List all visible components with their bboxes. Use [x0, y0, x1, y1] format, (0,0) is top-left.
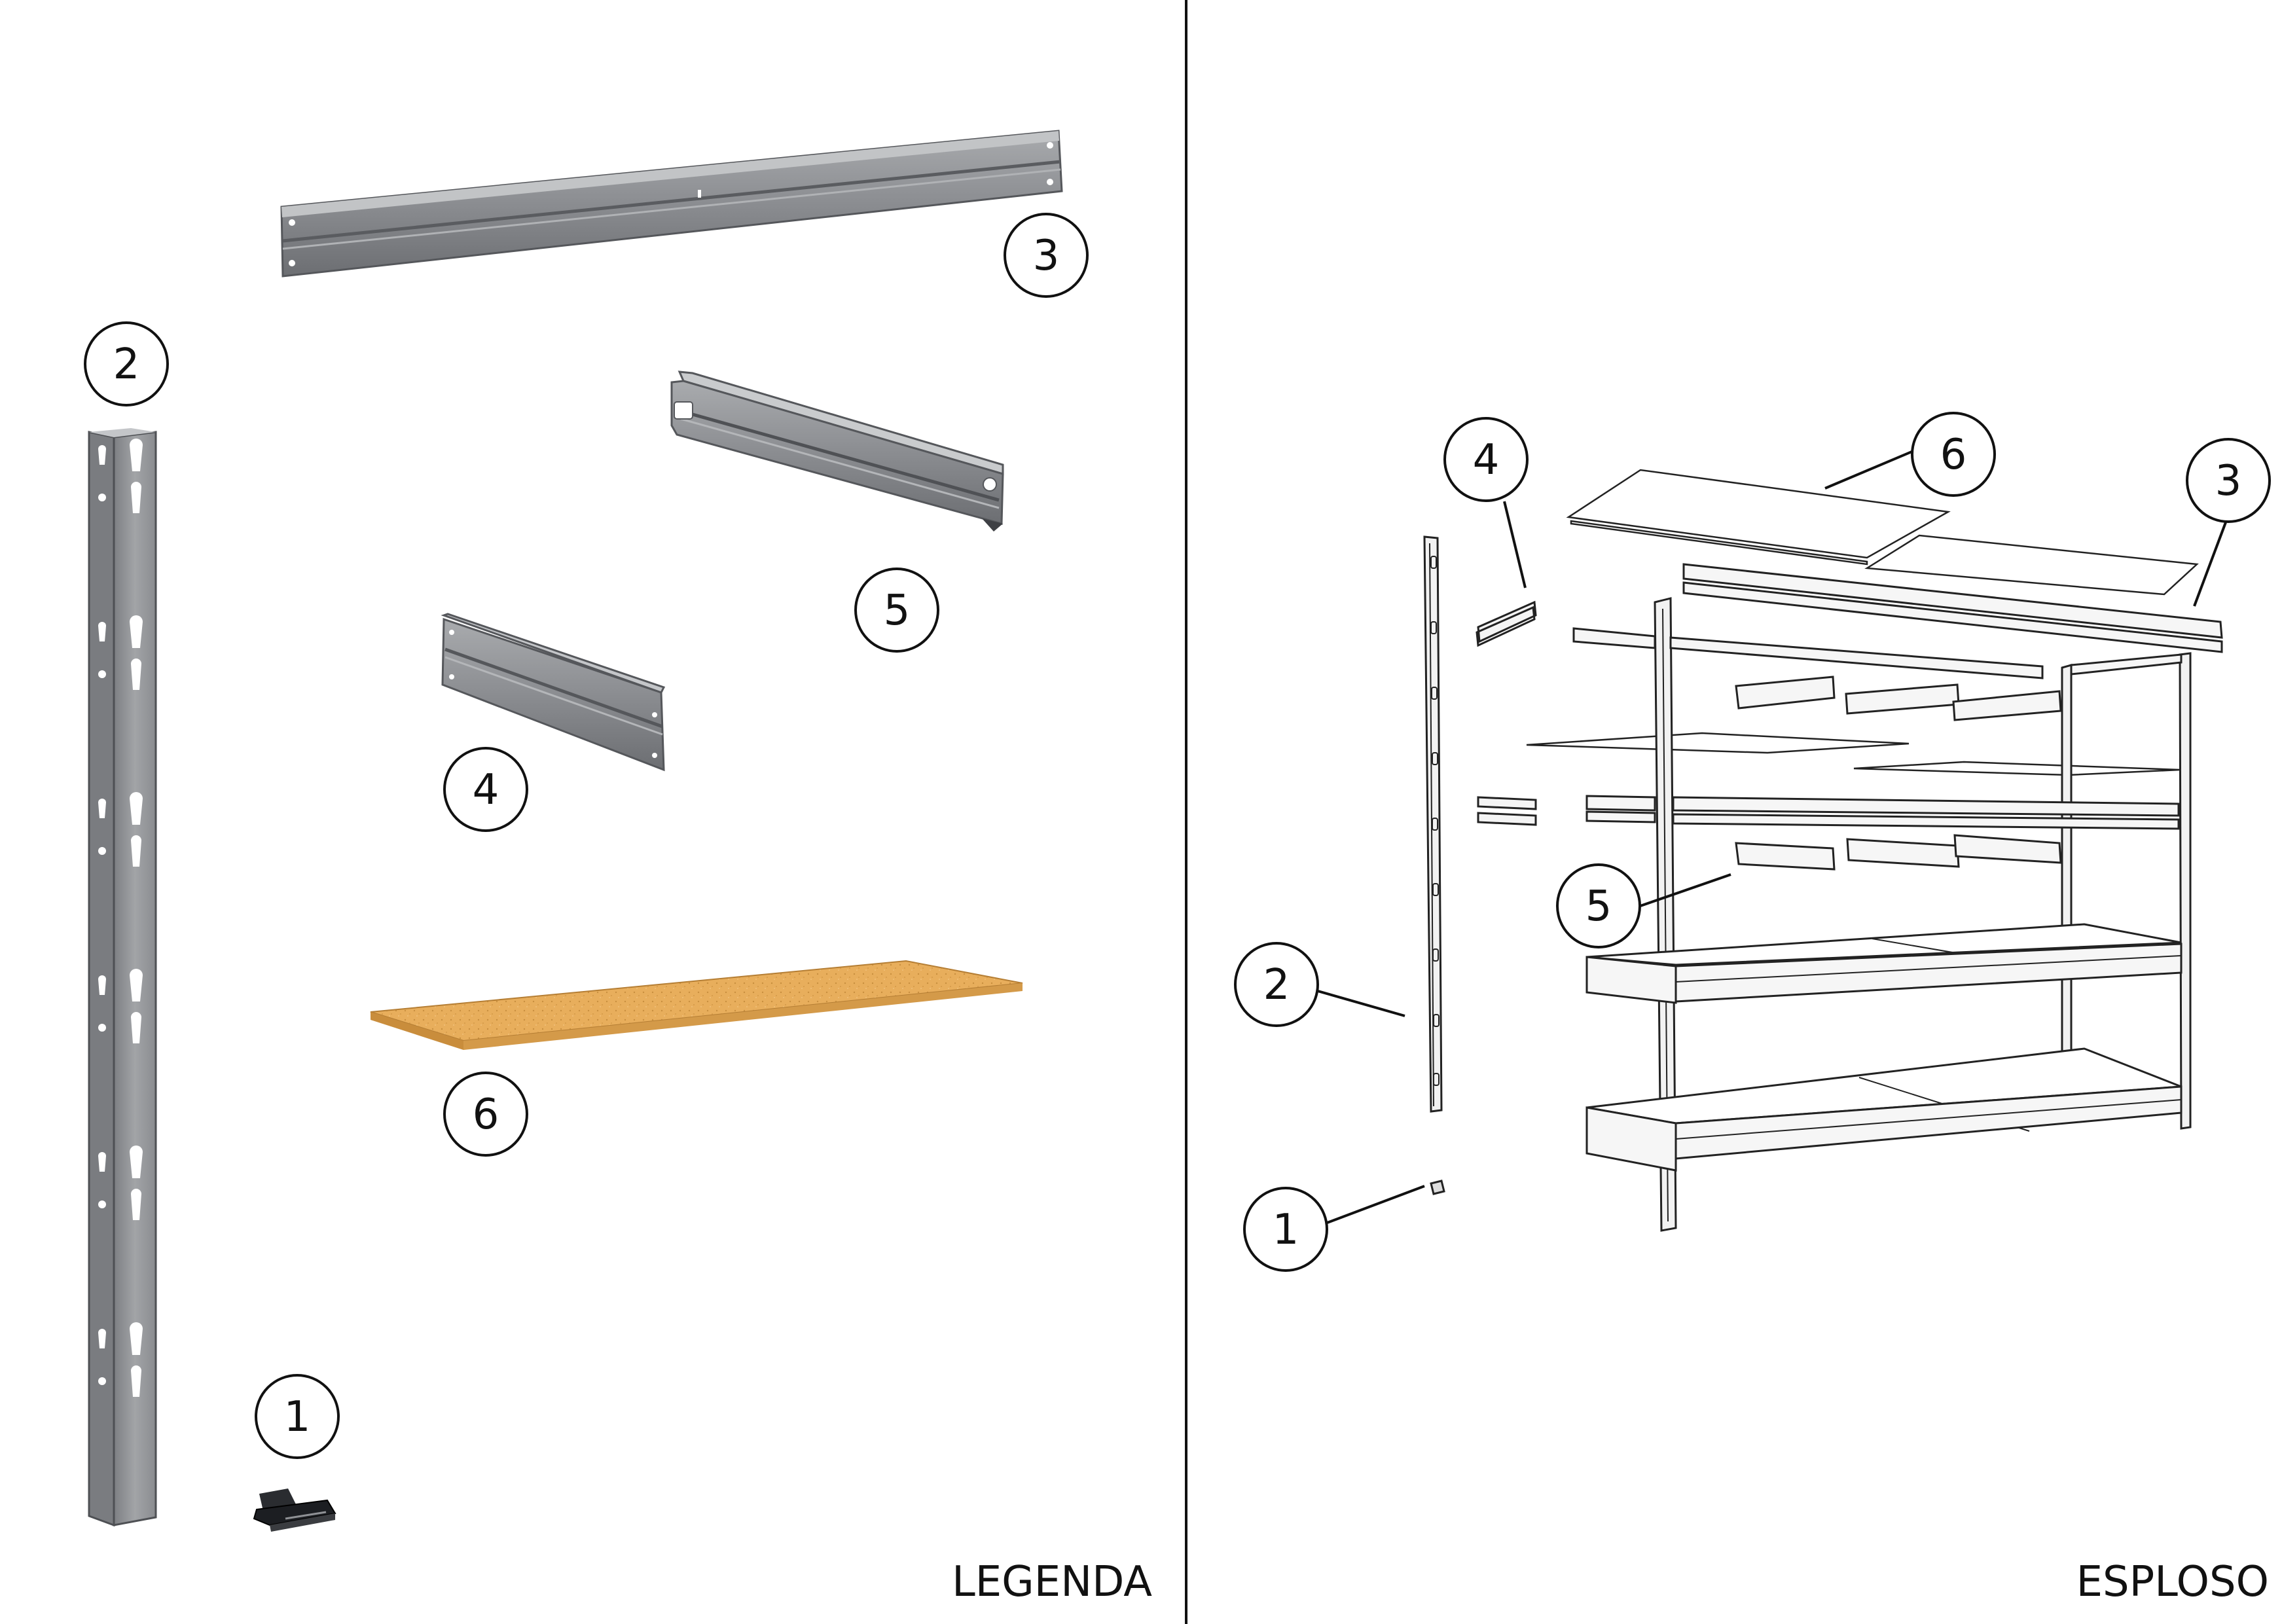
- svg-text:4: 4: [1473, 436, 1500, 484]
- foot-cap-icon: [253, 1489, 336, 1532]
- svg-text:4: 4: [473, 766, 499, 814]
- svg-text:6: 6: [1940, 431, 1967, 479]
- exploded-callouts: 4 6 3 5 2 1: [1234, 412, 2271, 1272]
- svg-text:5: 5: [884, 586, 911, 635]
- loose-foot-cap-icon: [1430, 1180, 1445, 1195]
- svg-text:2: 2: [113, 340, 140, 389]
- legend-callout-1: 1: [255, 1374, 340, 1459]
- exploded-callout-6: 6: [1911, 412, 1996, 497]
- svg-text:1: 1: [284, 1393, 311, 1441]
- legend-callout-6: 6: [443, 1072, 528, 1157]
- svg-text:3: 3: [1033, 232, 1060, 280]
- svg-text:3: 3: [2215, 457, 2242, 505]
- chipboard-shelf-icon: [370, 960, 1023, 1050]
- exploded-callout-3: 3: [2186, 438, 2271, 523]
- exploded-title: ESPLOSO: [2076, 1558, 2269, 1606]
- short-beam-icon: [441, 613, 666, 772]
- frame-support-beams: [1735, 676, 2062, 871]
- legend-callout-4: 4: [443, 747, 528, 832]
- legend-callout-2: 2: [84, 321, 169, 406]
- frame-middle-beams: [1585, 795, 2180, 830]
- exploded-callout-4: 4: [1443, 417, 1529, 502]
- svg-text:6: 6: [473, 1091, 499, 1139]
- frame-upright-front-left: [1654, 597, 1677, 1232]
- exploded-shelf-panels: [1526, 469, 2199, 776]
- legend-callout-5: 5: [854, 568, 939, 653]
- leader-lines: [1313, 448, 2231, 1225]
- legend-callout-3: 3: [1004, 213, 1089, 298]
- frame-top-beams: [1572, 627, 2182, 679]
- frame-lower-shelf: [1585, 923, 2182, 1004]
- exploded-panel: [1313, 448, 2231, 1232]
- legend-panel: 3 2 5 4 6 1 LEGENDA: [84, 130, 1152, 1606]
- shelf-support-beam-icon: [670, 370, 1004, 532]
- legend-title: LEGENDA: [952, 1558, 1152, 1606]
- exploded-callout-2: 2: [1234, 942, 1319, 1027]
- exploded-callout-1: 1: [1243, 1187, 1328, 1272]
- loose-short-beam-icon: [1476, 600, 1537, 826]
- svg-text:1: 1: [1273, 1206, 1299, 1254]
- exploded-callout-5: 5: [1556, 863, 1641, 948]
- exploded-long-beam: [1682, 563, 2223, 653]
- svg-text:5: 5: [1585, 882, 1612, 931]
- frame-bottom-shelf: [1585, 1047, 2182, 1172]
- svg-text:2: 2: [1263, 961, 1290, 1009]
- loose-upright-icon: [1423, 535, 1443, 1113]
- long-beam-icon: [280, 130, 1063, 278]
- upright-post-icon: [88, 428, 157, 1527]
